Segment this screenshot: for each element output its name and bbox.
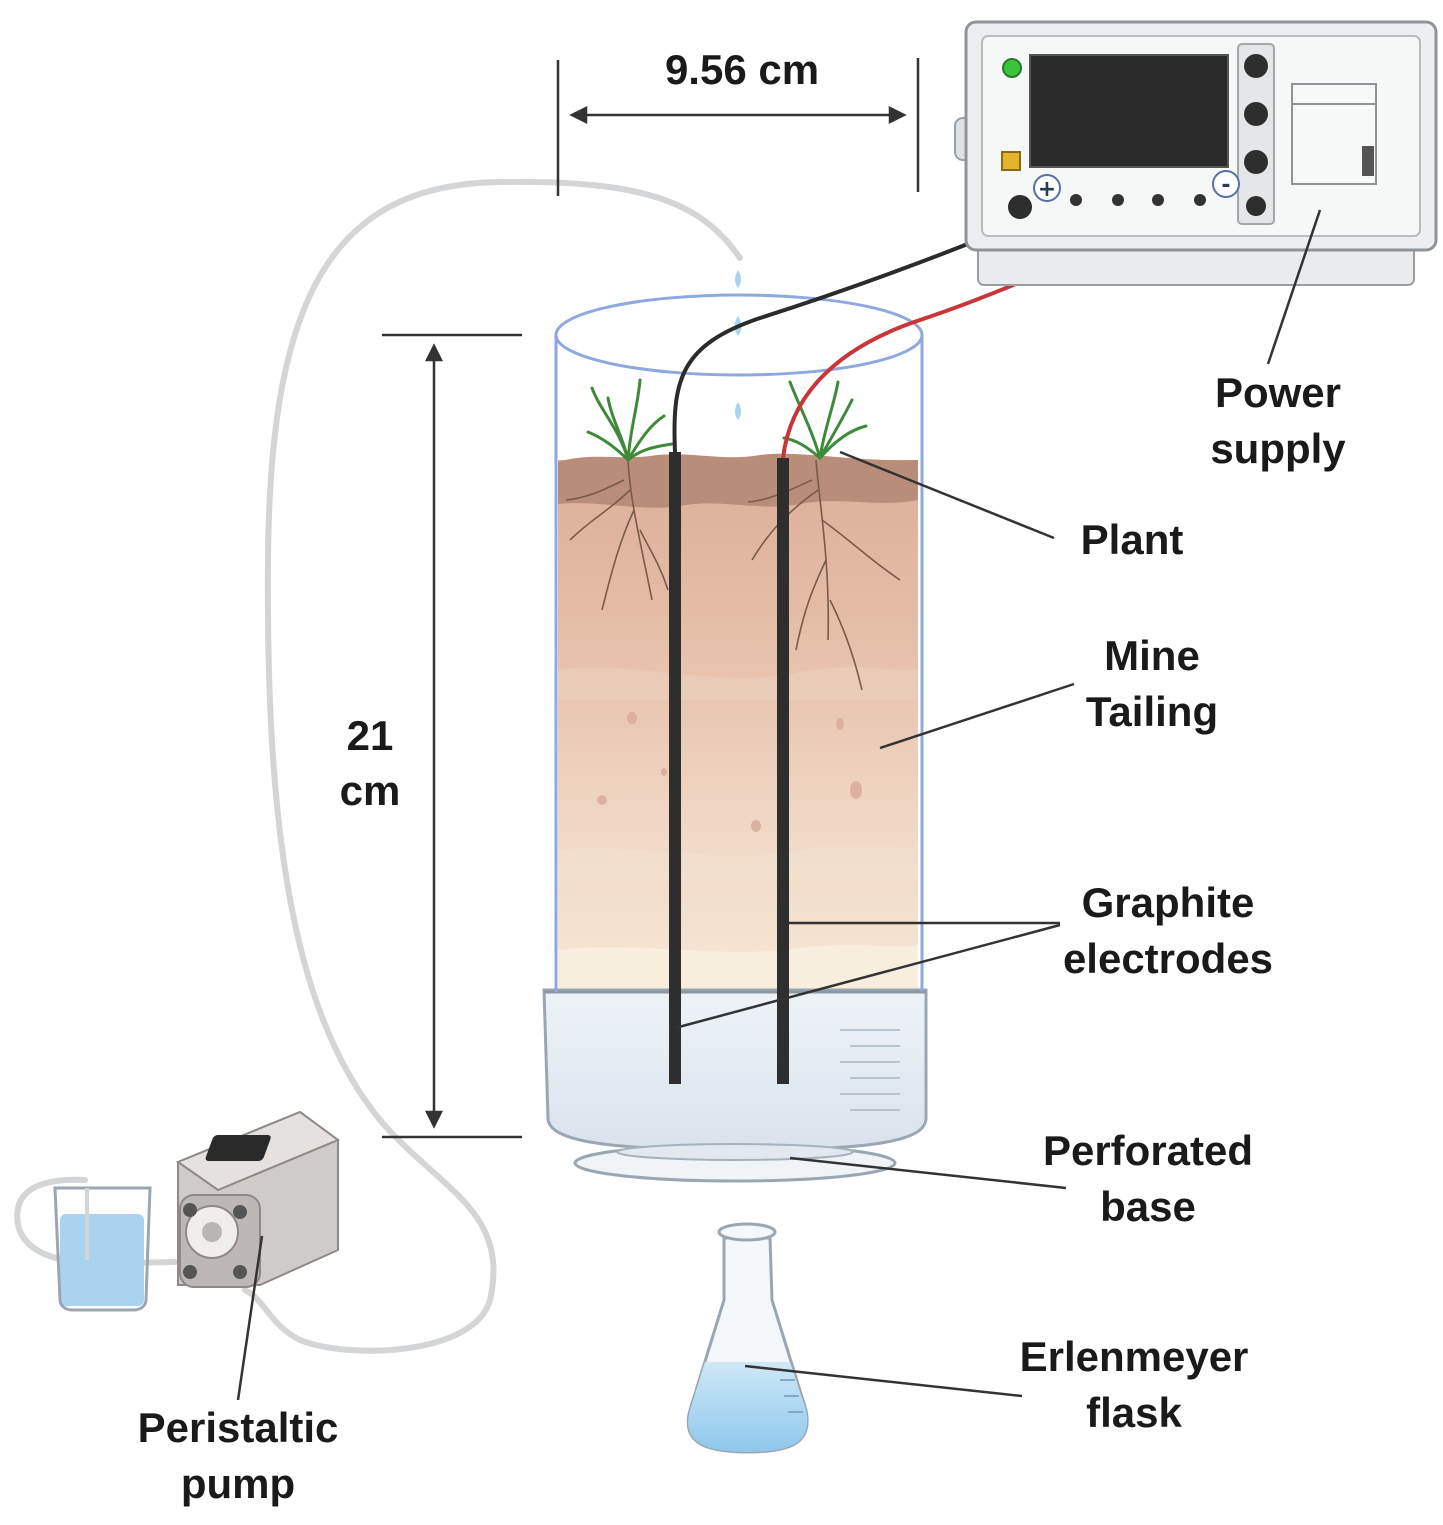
negative-terminal-label: - — [1221, 173, 1230, 198]
peristaltic-pump-device — [175, 1110, 341, 1288]
water-droplets — [734, 270, 742, 420]
leader-plant — [839, 450, 1055, 540]
positive-terminal-label: + — [1038, 177, 1056, 202]
erlenmeyer-flask-device — [686, 1222, 809, 1454]
label-erlenmeyer-flask-line1: Erlenmeyer — [1020, 1333, 1249, 1380]
feed-tube — [242, 178, 743, 1354]
label-plant: Plant — [1081, 516, 1184, 563]
leader-peristaltic-pump — [236, 1235, 264, 1401]
label-power-supply-line1: Power — [1215, 369, 1341, 416]
label-mine-tailing-line2: Tailing — [1086, 688, 1218, 735]
plant-left — [586, 378, 674, 462]
positive-terminal-icon — [1033, 174, 1061, 202]
leader-mine-tailing — [879, 682, 1075, 750]
beaker — [53, 1186, 152, 1312]
height-dimension-unit: cm — [340, 767, 401, 814]
height-dimension-value: 21 — [347, 712, 394, 759]
graphite-electrode-right — [777, 458, 789, 1084]
leader-perforated-base — [789, 1156, 1067, 1190]
width-dimension — [556, 58, 920, 196]
label-perforated-base-line1: Perforated — [1043, 1127, 1253, 1174]
label-graphite-electrodes-line2: electrodes — [1063, 935, 1273, 982]
label-perforated-base-line2: base — [1100, 1183, 1196, 1230]
soil-column — [558, 453, 918, 1000]
leader-power-supply — [1266, 209, 1322, 365]
height-dimension — [382, 333, 522, 1139]
leader-electrode-left — [674, 923, 1061, 1030]
label-peristaltic-pump-line2: pump — [181, 1460, 295, 1507]
label-erlenmeyer-flask-line2: flask — [1086, 1389, 1182, 1436]
perforated-base-assembly — [542, 988, 928, 1183]
power-supply-device — [954, 20, 1438, 286]
column-glass — [554, 293, 924, 992]
plant-right — [782, 380, 868, 460]
topsoil-layer — [558, 453, 918, 508]
negative-terminal-icon — [1212, 170, 1240, 198]
leader-erlenmeyer-flask — [744, 1364, 1023, 1398]
label-mine-tailing-line1: Mine — [1104, 632, 1200, 679]
label-graphite-electrodes-line1: Graphite — [1082, 879, 1255, 926]
label-power-supply-line2: supply — [1210, 425, 1346, 472]
graphite-electrode-left — [669, 452, 681, 1084]
label-peristaltic-pump-line1: Peristaltic — [138, 1404, 339, 1451]
width-dimension-label: 9.56 cm — [665, 46, 819, 93]
